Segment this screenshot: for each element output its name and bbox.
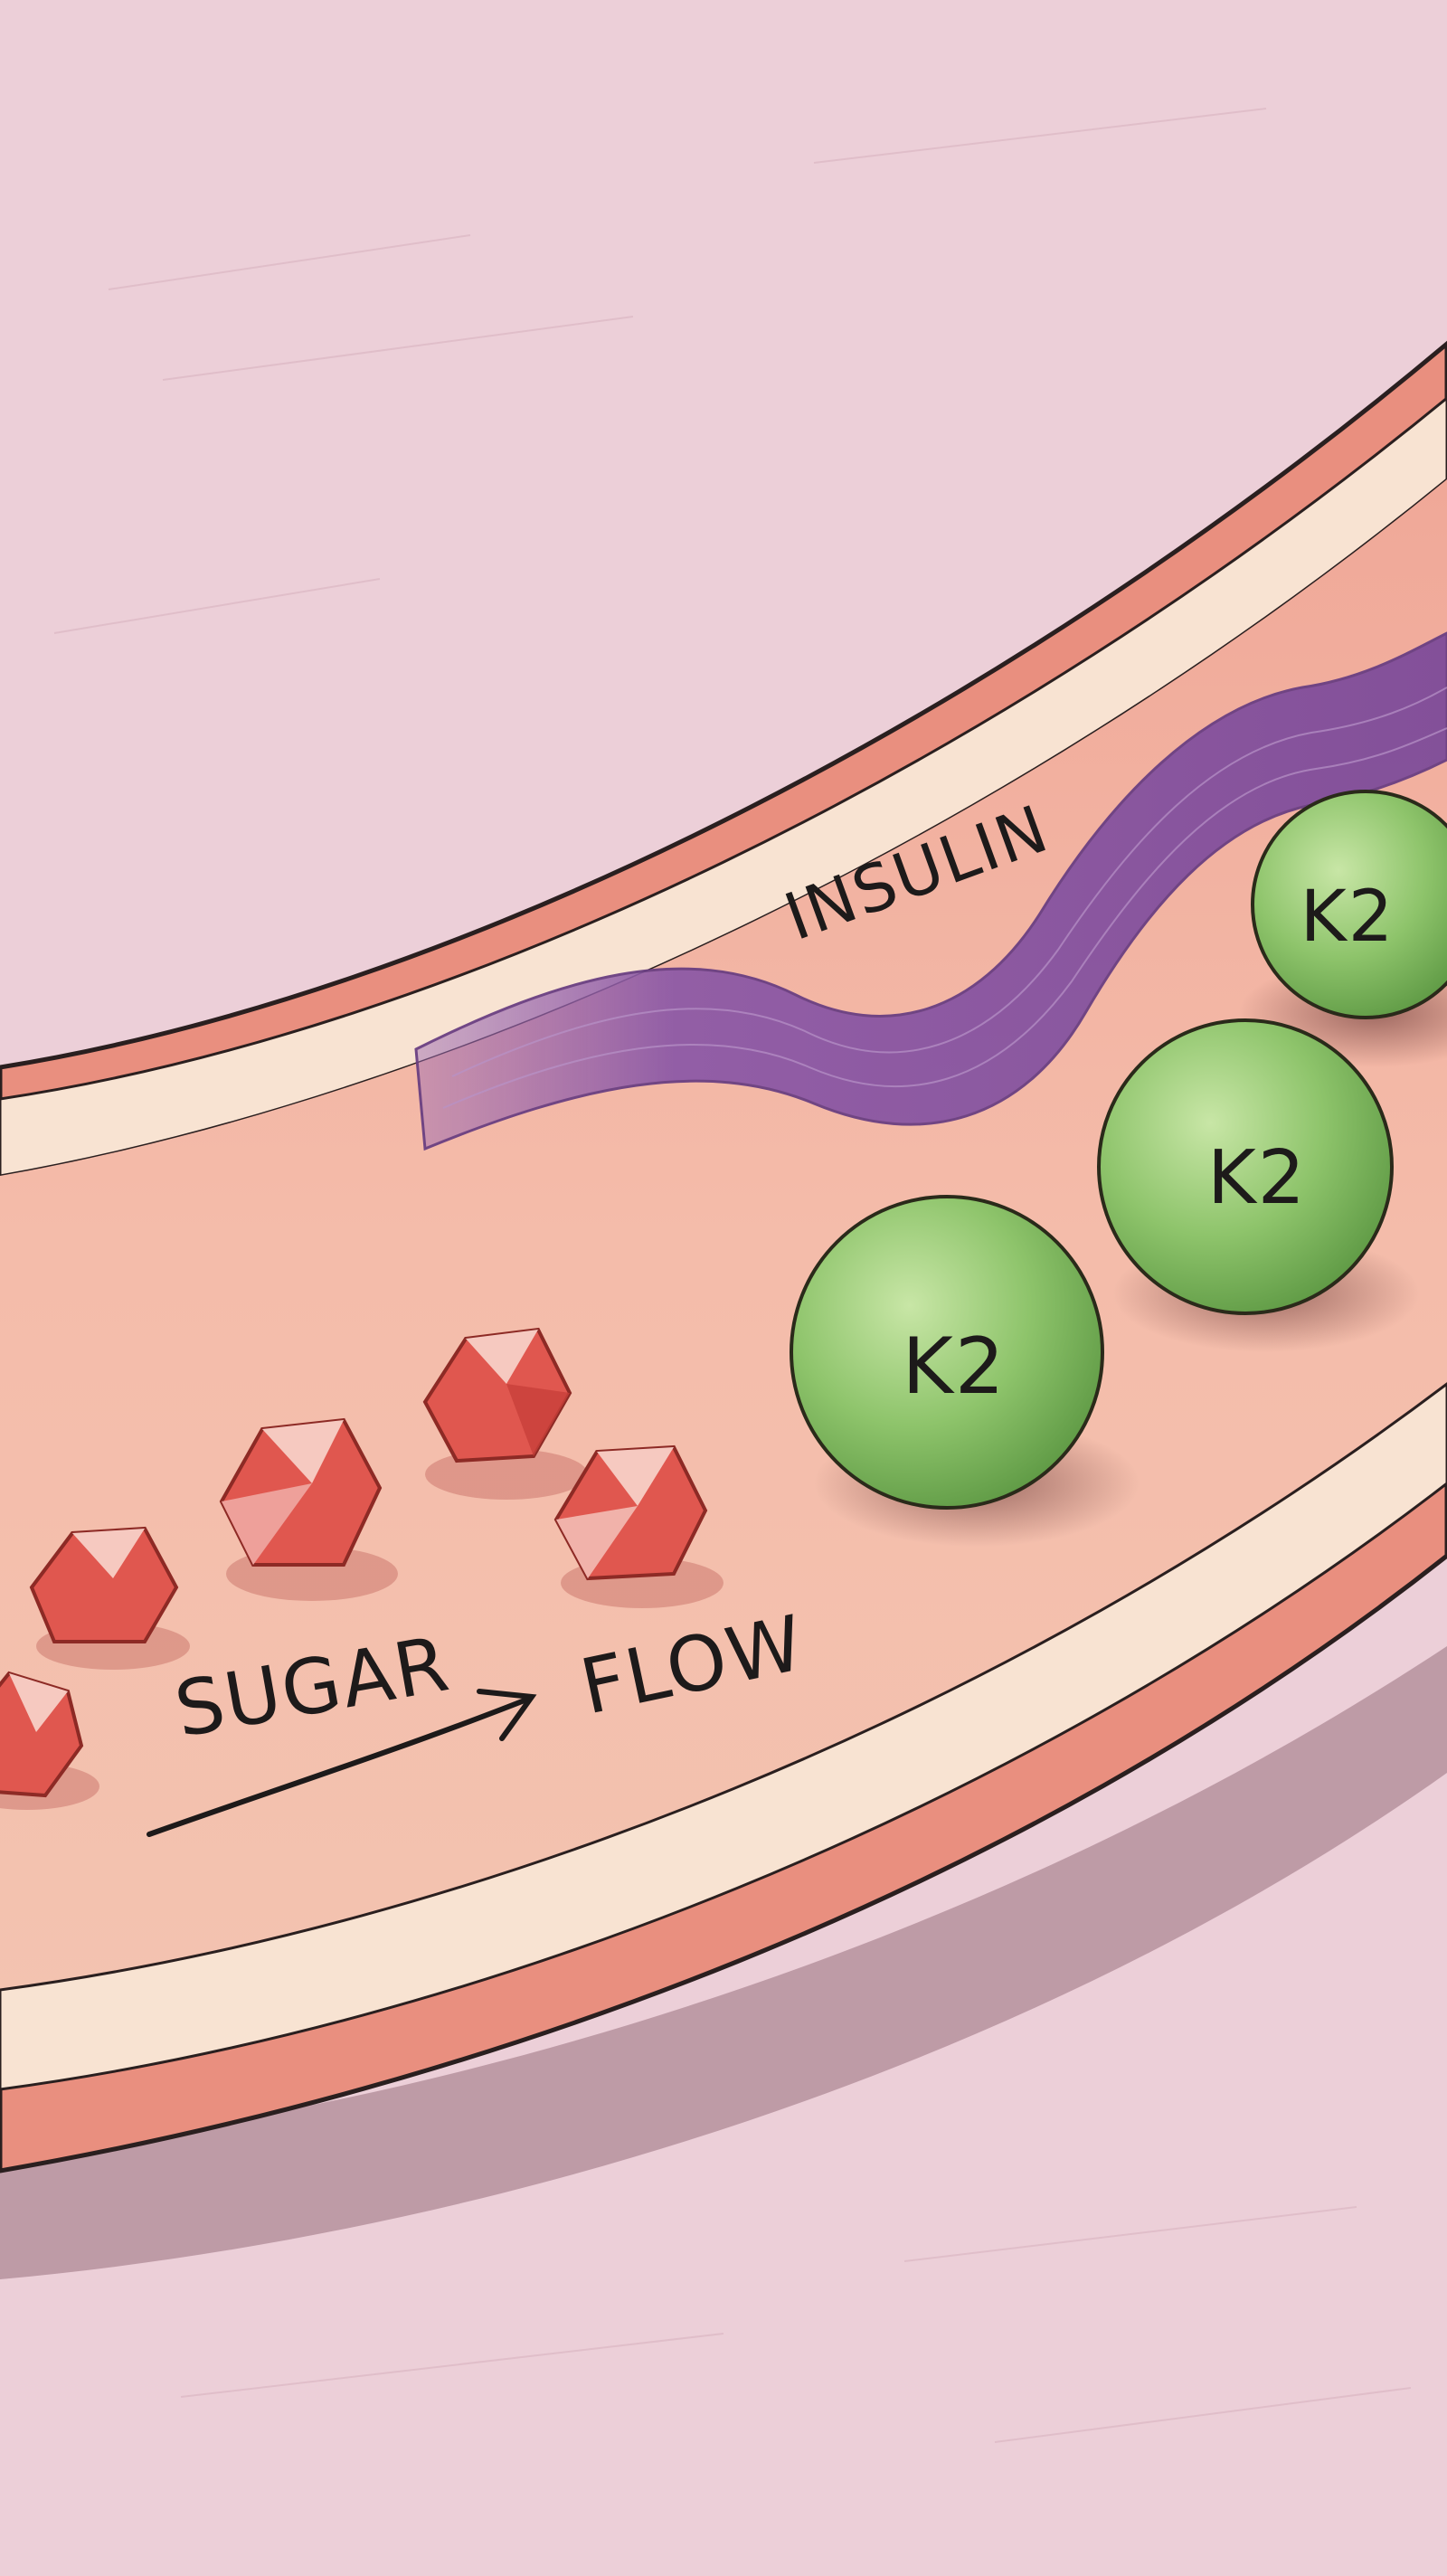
background-hatching	[53, 108, 1412, 2443]
k2-label-bottom: K2	[902, 1321, 1006, 1412]
vessel-shadow	[0, 1646, 1447, 2279]
k2-molecule-bottom: K2	[790, 1195, 1140, 1547]
k2-molecule-middle: K2	[1097, 1018, 1420, 1352]
insulin-ribbon	[414, 631, 1447, 1151]
arrow-right-icon	[147, 1689, 537, 1837]
vessel-lower-band	[0, 1382, 1447, 2091]
sugar-crystal-icon	[422, 1327, 588, 1500]
k2-label-middle: K2	[1207, 1135, 1307, 1221]
sugar-crystal-icon	[219, 1417, 398, 1601]
sugar-crystals	[0, 1327, 724, 1810]
k2-sphere-icon	[1097, 1018, 1394, 1315]
k2-label-top: K2	[1300, 876, 1395, 958]
sugar-crystal-icon	[553, 1444, 724, 1608]
sugar-crystal-icon	[0, 1671, 99, 1810]
sugar-crystal-icon	[29, 1526, 190, 1670]
k2-sphere-icon	[790, 1195, 1104, 1510]
k2-sphere-icon	[1251, 790, 1447, 1019]
